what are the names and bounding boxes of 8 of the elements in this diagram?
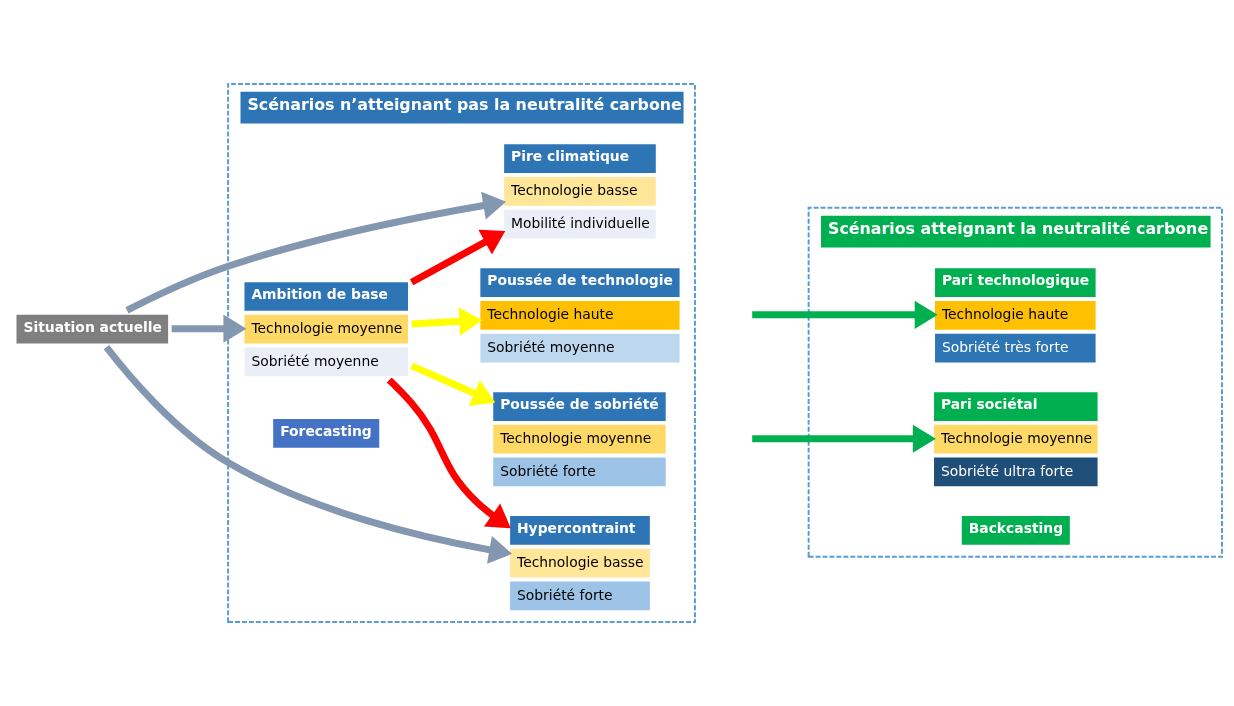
- arrow: [171, 314, 247, 343]
- node-box: Situation actuelle: [16, 314, 169, 344]
- arrow: [409, 229, 506, 286]
- arrow: [386, 377, 511, 529]
- arrow: [410, 362, 496, 407]
- node-box: Forecasting: [273, 418, 380, 448]
- arrow: [411, 307, 483, 336]
- node-box: Backcasting: [961, 516, 1070, 545]
